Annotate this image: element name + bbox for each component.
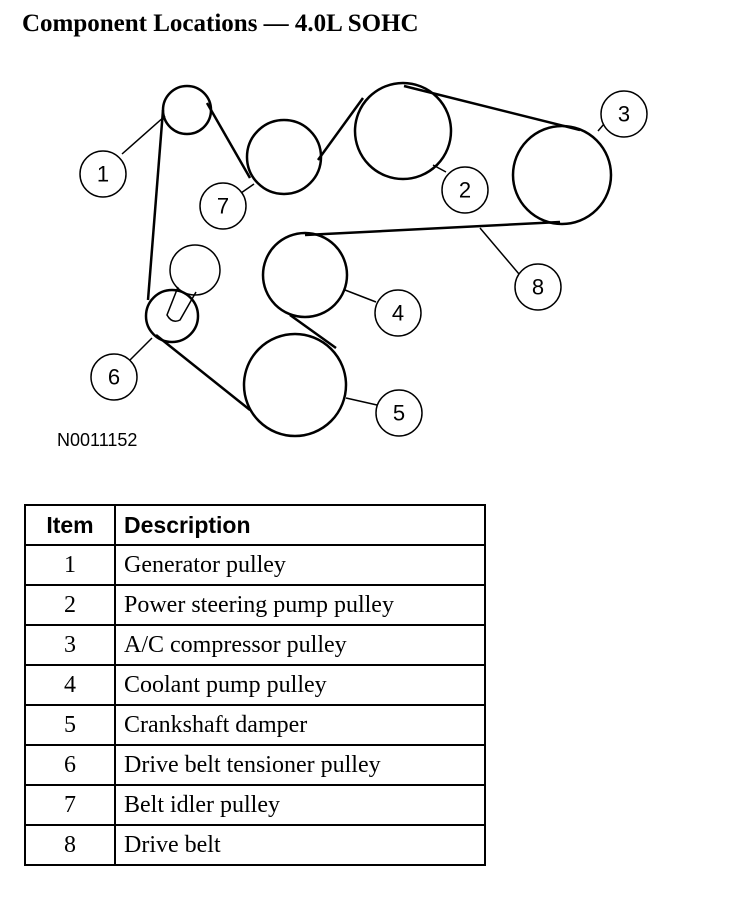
table-row: 8 Drive belt [24,824,486,866]
belt-segment [289,313,337,350]
callout-circle [374,289,422,337]
callout-circle [441,166,489,214]
leader-line [129,337,153,361]
table-row: 7 Belt idler pulley [24,784,486,826]
item-number: 8 [24,824,116,866]
leader-line [240,183,255,194]
item-number: 7 [24,784,116,826]
item-description: Drive belt [114,824,486,866]
callout-6: 6 [108,365,120,390]
generator-pulley [161,84,213,136]
item-description: Drive belt tensioner pulley [114,744,486,786]
item-description: Crankshaft damper [114,704,486,746]
belt-routing-diagram: 1 2 3 4 5 6 7 8 N0011152 [57,81,648,450]
belt-idler-pulley [245,118,323,196]
table-row: 2 Power steering pump pulley [24,584,486,626]
callout-circle [199,182,247,230]
callout-circle [600,90,648,138]
leader-line [432,164,447,173]
power-steering-pump-pulley [353,81,453,181]
table-row: 3 A/C compressor pulley [24,624,486,666]
callout-7: 7 [217,194,229,219]
item-description: Power steering pump pulley [114,584,486,626]
item-description: Coolant pump pulley [114,664,486,706]
crankshaft-damper [242,332,348,438]
tensioner-arm [166,286,197,322]
drive-belt-tensioner-pulley [144,288,200,344]
callout-circle [90,353,138,401]
item-description: A/C compressor pulley [114,624,486,666]
page-title: Component Locations — 4.0L SOHC [22,10,419,37]
table-row: 5 Crankshaft damper [24,704,486,746]
table-row: 6 Drive belt tensioner pulley [24,744,486,786]
table-header-row: Item Description [24,504,486,546]
header-description: Description [114,504,486,546]
belt-segment [304,220,561,237]
callout-2: 2 [459,178,471,203]
item-number: 4 [24,664,116,706]
leader-line [479,227,520,275]
header-item: Item [24,504,116,546]
callout-3: 3 [618,102,630,127]
leader-line [597,123,605,132]
item-number: 6 [24,744,116,786]
item-number: 3 [24,624,116,666]
leader-line [344,289,377,303]
leader-line [345,397,378,406]
belt-segment [155,334,251,411]
table-row: 4 Coolant pump pulley [24,664,486,706]
item-number: 2 [24,584,116,626]
callout-8: 8 [532,275,544,300]
item-description: Generator pulley [114,544,486,586]
callout-1: 1 [97,162,109,187]
belt-segment [205,102,252,179]
table-row: 1 Generator pulley [24,544,486,586]
figure-id: N0011152 [57,430,137,450]
component-legend-table: Item Description 1 Generator pulley 2 Po… [24,504,486,866]
item-number: 5 [24,704,116,746]
callout-circle [375,389,423,437]
coolant-pump-pulley [261,231,349,319]
callout-5: 5 [393,401,405,426]
callout-circle [79,150,127,198]
callout-4: 4 [392,301,404,326]
ac-compressor-pulley [511,124,613,226]
callout-circle [514,263,562,311]
belt-segment [146,109,165,301]
item-description: Belt idler pulley [114,784,486,826]
leader-line [121,115,166,155]
item-number: 1 [24,544,116,586]
belt-segment [316,97,365,161]
